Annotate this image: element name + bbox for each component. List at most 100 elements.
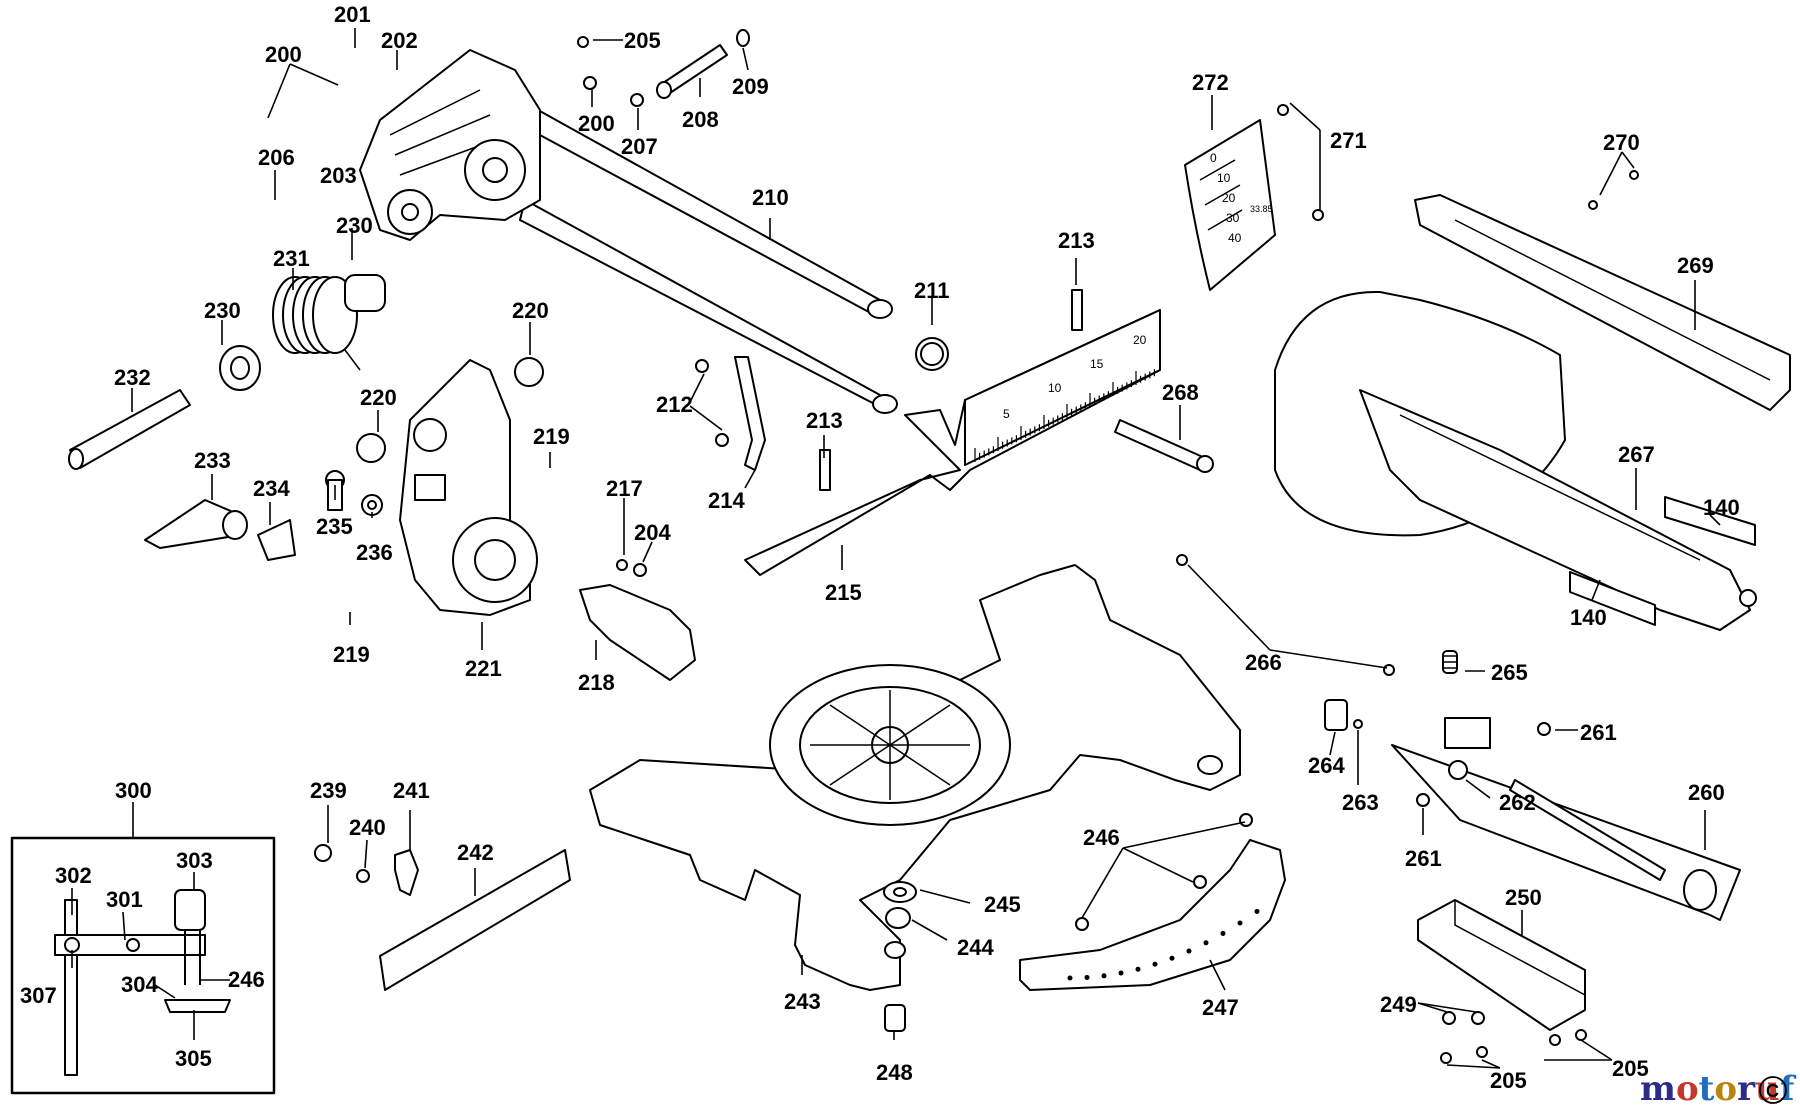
base-243 [589,564,1241,991]
part-label: 246 [1083,825,1120,850]
part-label: 305 [175,1046,212,1071]
rip-tick-label-5: 5 [1003,407,1010,421]
miter-plate-holes [1067,908,1260,981]
part-label: 268 [1162,380,1199,405]
copyright-icon [1759,1076,1787,1104]
plate-hole [1101,973,1107,979]
inset-300 [10,836,276,1095]
part-label: 140 [1703,495,1740,520]
rip-tick-label-15: 15 [1090,357,1104,371]
part-label: 247 [1202,995,1239,1020]
part-label: 300 [115,778,152,803]
rip-scale-ticks [974,369,1156,462]
small-parts-lower [314,844,571,991]
rail-210 [511,99,898,414]
part-label: 232 [114,365,151,390]
arm-casting-221 [399,359,538,616]
part-label: 303 [176,848,213,873]
rip-tick-label-10: 10 [1048,381,1062,395]
part-label: 212 [656,392,693,417]
guard-218 [579,559,696,681]
plate-hole [1220,930,1226,936]
part-label: 205 [624,28,661,53]
plate-hole [1152,961,1158,967]
part-label: 272 [1192,70,1229,95]
part-label: 239 [310,778,347,803]
part-label: 271 [1330,128,1367,153]
part-label: 240 [349,815,386,840]
part-label: 262 [1499,790,1536,815]
part-label: 217 [606,476,643,501]
plate-hole [1169,955,1175,961]
part-label: 236 [356,540,393,565]
part-label: 235 [316,514,353,539]
part-label: 261 [1405,846,1442,871]
part-label: 215 [825,580,862,605]
part-label: 218 [578,670,615,695]
shaft-268 [1114,419,1214,473]
plate-hole [1203,940,1209,946]
part-label: 302 [55,863,92,888]
part-label: 234 [253,476,290,501]
part-label: 203 [320,163,357,188]
part-label: 307 [20,983,57,1008]
bevel-tick-label-0: 0 [1210,151,1217,165]
part-label: 304 [121,972,158,997]
plate-hole [1237,920,1243,926]
bevel-tick-label-20: 20 [1222,191,1236,205]
part-label: 246 [228,967,265,992]
copyright-suffix: C [1766,1081,1779,1101]
part-label: 230 [204,298,241,323]
part-label: 202 [381,28,418,53]
spring-265 [1176,554,1458,676]
part-label: 214 [708,488,745,513]
part-label: 260 [1688,780,1725,805]
turntable-267 [1274,290,1757,631]
part-label: 269 [1677,253,1714,278]
part-label: 243 [784,989,821,1014]
part-label: 204 [634,520,671,545]
parts-drawing: 5 10 15 20 0 10 20 30 40 33.85 [10,29,1791,1095]
part-label: 265 [1491,660,1528,685]
small-pins-top [577,29,949,371]
part-label: 219 [533,424,570,449]
part-label: 245 [984,892,1021,917]
bevel-tick-label-33-85: 33.85 [1250,204,1273,214]
part-label: 261 [1580,720,1617,745]
part-label: 210 [752,185,789,210]
part-label: 213 [806,408,843,433]
watermark-logo: motoruf C [1640,1069,1797,1109]
part-label: 208 [682,107,719,132]
leader-lines [71,28,1721,1069]
bevel-scale-272: 0 10 20 30 40 33.85 [1184,104,1324,291]
part-label: 230 [336,213,373,238]
fence-215: 5 10 15 20 [744,289,1161,576]
part-label: 200 [578,111,615,136]
part-label: 220 [360,385,397,410]
part-label: 242 [457,840,494,865]
plate-hole [1067,975,1073,981]
part-label: 270 [1603,130,1640,155]
part-label: 206 [258,145,295,170]
bracket-214 [695,356,766,471]
part-label: 209 [732,74,769,99]
bevel-tick-label-10: 10 [1217,171,1231,185]
plate-hole [1186,948,1192,954]
base-small-parts [883,881,917,1032]
plate-hole [1254,908,1260,914]
part-label: 244 [957,935,994,960]
part-label: 221 [465,656,502,681]
part-labels: 201 200 202 206 203 230 231 230 232 233 … [20,2,1740,1093]
lever-parts [144,357,544,561]
part-label: 233 [194,448,231,473]
rip-tick-label-20: 20 [1133,333,1147,347]
part-label: 231 [273,246,310,271]
part-label: 267 [1618,442,1655,467]
part-label: 263 [1342,790,1379,815]
part-label: 211 [914,278,950,303]
bracket-250 [1417,899,1587,1064]
spring-assembly [68,274,386,470]
miter-plate-247 [1019,839,1286,991]
part-label: 241 [393,778,430,803]
